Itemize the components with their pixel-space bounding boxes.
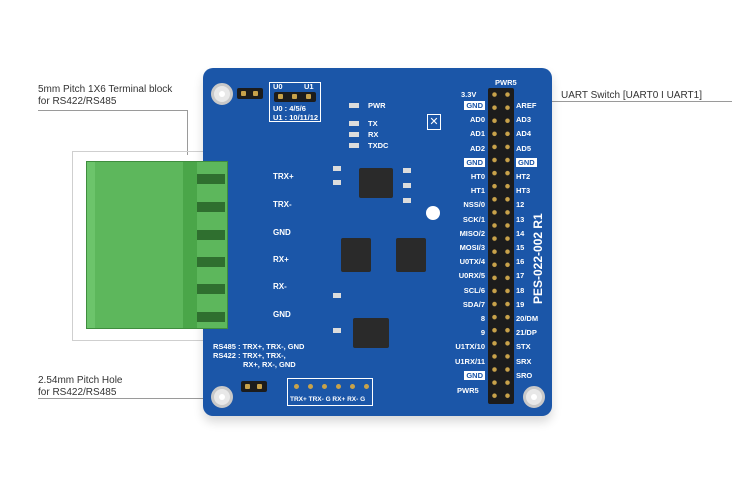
right-pin-19: SRO	[516, 370, 533, 380]
right-pin-6: HT3	[516, 186, 531, 196]
bottom-left-header	[241, 381, 267, 392]
pwr-top-label: PWR5	[495, 78, 517, 87]
left-pin-18: U1RX/11	[454, 356, 485, 366]
left-pin-10: MOSI/3	[459, 243, 485, 252]
main-header-pins	[488, 88, 514, 404]
led-tx-label: TX	[368, 119, 378, 128]
right-pin-5: HT2	[516, 172, 531, 181]
left-pin-1: AD0	[469, 115, 485, 125]
right-pin-14: 19	[516, 299, 525, 309]
hole-callout: 2.54mm Pitch Hole for RS422/RS485	[38, 375, 122, 399]
uart-switch[interactable]: U0 U1 U0 : 4/5/6 U1 : 10/11/12	[269, 82, 321, 122]
terminal-label-trx-minus: TRX-	[273, 200, 292, 209]
right-pin-8: 13	[516, 214, 525, 224]
right-pin-15: 20/DM	[516, 314, 539, 323]
right-pin-11: 16	[516, 257, 525, 267]
terminal-block	[86, 161, 228, 329]
left-pin-19: GND	[464, 370, 485, 380]
terminal-label-gnd-1: GND	[273, 228, 291, 237]
left-pin-12: U0RX/5	[458, 271, 485, 281]
weee-icon: ✕	[427, 114, 441, 130]
uart-callout: UART Switch [UART0 I UART1]	[561, 90, 702, 101]
left-pin-5: HT0	[470, 172, 485, 181]
left-pin-7: NSS/0	[463, 200, 485, 210]
left-pin-2: AD1	[469, 129, 485, 139]
pcb-board: U0 U1 U0 : 4/5/6 U1 : 10/11/12 PWR TX RX…	[203, 68, 552, 416]
left-pin-16: 9	[480, 328, 485, 338]
right-pin-7: 12	[516, 200, 525, 210]
left-pin-13: SCL/6	[463, 285, 485, 295]
right-pin-4: GND	[516, 157, 537, 167]
right-pin-18: SRX	[516, 356, 532, 366]
uart-leader	[470, 101, 732, 102]
rs-hole-header[interactable]: TRX+ TRX- G RX+ RX- G	[287, 378, 373, 406]
right-pin-10: 15	[516, 243, 525, 252]
right-pin-16: 21/DP	[516, 328, 537, 338]
terminal-slot-3	[197, 230, 225, 240]
terminal-label-gnd-2: GND	[273, 310, 291, 319]
right-pin-13: 18	[516, 285, 525, 295]
left-pin-9: MISO/2	[459, 228, 485, 238]
kc-mark-icon	[426, 206, 440, 220]
right-pin-0: AREF	[516, 101, 537, 110]
terminal-label-rx-minus: RX-	[273, 282, 287, 291]
terminal-callout-line1: 5mm Pitch 1X6 Terminal block	[38, 84, 173, 95]
terminal-slot-1	[197, 174, 225, 184]
right-pin-9: 14	[516, 228, 525, 238]
main-pin-header	[488, 88, 514, 404]
chip-top	[359, 168, 393, 198]
terminal-label-rx-plus: RX+	[273, 255, 289, 264]
switch-line2: U1 : 10/11/12	[273, 113, 319, 122]
led-rx-label: RX	[368, 130, 379, 139]
terminal-leader-drop	[187, 110, 188, 155]
left-pin-3: AD2	[469, 143, 485, 153]
rs-hole-header-label: TRX+ TRX- G RX+ RX- G	[290, 396, 366, 403]
terminal-callout: 5mm Pitch 1X6 Terminal block for RS422/R…	[38, 84, 172, 108]
rs422-note-1: RS422 : TRX+, TRX-,	[213, 351, 286, 360]
right-pin-12: 17	[516, 271, 525, 281]
left-pin-15: 8	[480, 314, 485, 323]
left-pin-6: HT1	[470, 186, 485, 196]
volt-top-label: 3.3V	[461, 90, 477, 99]
left-pin-14: SDA/7	[462, 299, 485, 309]
chip-bottom	[353, 318, 389, 348]
terminal-slot-6	[197, 312, 225, 322]
left-pin-0: GND	[464, 101, 485, 110]
terminal-slot-4	[197, 257, 225, 267]
hole-callout-line1: 2.54mm Pitch Hole	[38, 375, 123, 386]
rs485-note: RS485 : TRX+, TRX-, GND	[213, 342, 305, 351]
led-pwr-label: PWR	[368, 101, 386, 110]
switch-jumper[interactable]	[274, 92, 316, 102]
pwr-bottom-label: PWR5	[457, 386, 479, 395]
terminal-slot-5	[197, 284, 225, 294]
mount-hole-bottom-left	[211, 386, 233, 408]
left-pin-4: GND	[464, 157, 485, 167]
terminal-leader	[38, 110, 188, 111]
left-pin-11: U0TX/4	[459, 257, 485, 267]
right-pin-1: AD3	[516, 115, 532, 125]
right-pin-2: AD4	[516, 129, 532, 139]
left-pin-8: SCK/1	[462, 214, 485, 224]
terminal-callout-line2: for RS422/RS485	[38, 96, 117, 107]
mount-hole-bottom-right	[523, 386, 545, 408]
switch-line1: U0 : 4/5/6	[273, 104, 306, 113]
right-pin-3: AD5	[516, 143, 532, 153]
hole-leader	[38, 398, 260, 399]
chip-mid-left	[341, 238, 371, 272]
right-pin-17: STX	[516, 342, 531, 352]
terminal-slot-2	[197, 202, 225, 212]
power-header	[237, 88, 263, 99]
switch-u0-label: U0	[273, 82, 283, 91]
left-pin-17: U1TX/10	[455, 342, 485, 352]
mount-hole-top-left	[211, 83, 233, 105]
switch-u1-label: U1	[304, 82, 314, 91]
led-txdc-label: TXDC	[368, 141, 389, 150]
chip-mid-right	[396, 238, 426, 272]
hole-callout-line2: for RS422/RS485	[38, 387, 117, 398]
rs422-note-2: RX+, RX-, GND	[243, 360, 296, 369]
terminal-label-trx-plus: TRX+	[273, 172, 294, 181]
board-model: PES-022-002 R1	[531, 213, 545, 304]
